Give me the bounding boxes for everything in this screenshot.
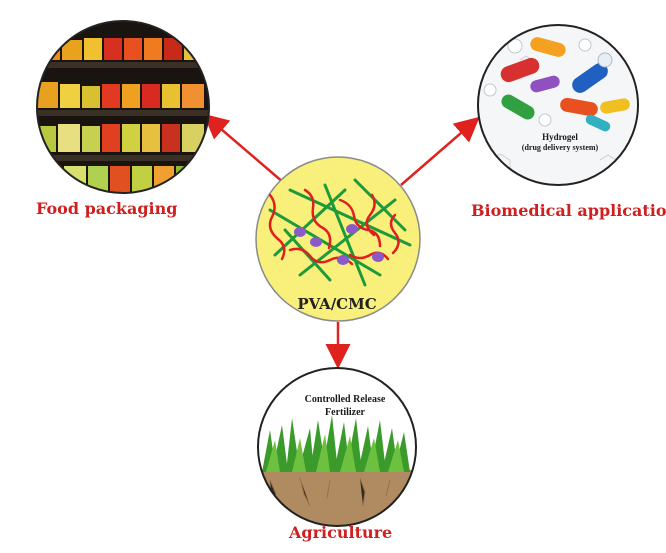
agriculture-label: Agriculture: [289, 523, 393, 542]
hydrogel-subtitle: (drug delivery system): [521, 143, 599, 152]
biomedical-application-label: Biomedical application: [471, 201, 666, 220]
crf-line-2: Fertilizer: [325, 407, 365, 418]
food-packaging-label: Food packaging: [36, 199, 178, 218]
hydrogel-title: Hydrogel: [542, 132, 578, 142]
center-label: PVA/CMC: [297, 295, 377, 313]
agriculture-image: [257, 367, 417, 527]
crf-line-1: Controlled Release: [304, 394, 386, 405]
arrow-to-food: [203, 113, 285, 184]
biomedical-image: [477, 24, 639, 186]
arrows: [203, 113, 480, 369]
food-packaging-image: [36, 20, 210, 194]
pva-cmc-network: [255, 156, 421, 322]
arrow-to-biomedical: [400, 116, 480, 186]
